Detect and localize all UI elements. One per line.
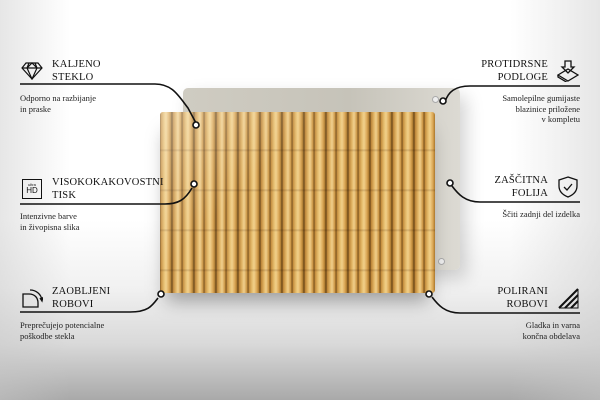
bamboo-glass-panel [160, 112, 435, 293]
feature-title-line1: ZAŠČITNA [494, 175, 548, 186]
feature-desc-line1: Ščiti zadnji del izdelka [502, 209, 580, 219]
mount-pad-top [432, 96, 439, 103]
feature-title-line1: ZAOBLJENI [52, 286, 111, 297]
feature-desc-line2: poškodbe stekla [20, 330, 75, 341]
feature-desc-line3: v kompletu [541, 114, 580, 124]
feature-desc-line2: končna obdelava [522, 330, 580, 341]
feature-desc-line1: Intenzivne barve [20, 211, 77, 221]
feature-title-line1: POLIRANI [497, 286, 548, 297]
feature-desc-line2: in živopisna slika [20, 221, 80, 232]
rounded-corner-icon [20, 286, 44, 310]
feature-desc-line2: blazinice priložene [515, 103, 580, 114]
feature-desc-line1: Preprečujejo potencialne [20, 320, 105, 330]
bamboo-nodes [160, 112, 435, 293]
feature-polished-edges: POLIRANI ROBOVI Gladka in varna končna o… [435, 285, 600, 341]
feature-protective-foil: ZAŠČITNA FOLIJA Ščiti zadnji del izdelka [435, 174, 600, 220]
diamond-icon [20, 59, 44, 83]
polished-edge-icon [556, 286, 580, 310]
feature-title-line1: KALJENO [52, 59, 101, 70]
feature-title-line2: PODLOGE [497, 72, 548, 83]
feature-title-line2: STEKLO [52, 72, 94, 83]
feature-title-line2: FOLIJA [511, 188, 548, 199]
feature-desc-line1: Samolepilne gumijaste [502, 93, 580, 103]
mount-pad-bottom [438, 258, 445, 265]
feature-title-line2: ROBOVI [506, 299, 548, 310]
feature-anti-slip-pads: PROTIDRSNE PODLOGE Samolepilne gumijaste… [435, 58, 600, 125]
hd-label: HD [26, 186, 38, 195]
feature-desc-line2: in praske [20, 103, 51, 114]
feature-title-line2: TISK [52, 190, 77, 201]
feature-desc-line1: Odporno na razbijanje [20, 93, 96, 103]
feature-title-line2: ROBOVI [52, 299, 94, 310]
ultra-hd-icon: ultra HD [20, 177, 44, 201]
pad-press-icon [556, 59, 580, 83]
feature-hq-print: ultra HD VISOKOKAKOVOSTNI TISK Intenzivn… [0, 176, 165, 232]
feature-rounded-edges: ZAOBLJENI ROBOVI Preprečujejo potencialn… [0, 285, 165, 341]
feature-title-line1: VISOKOKAKOVOSTNI [52, 177, 164, 188]
feature-desc-line1: Gladka in varna [525, 320, 580, 330]
shield-check-icon [556, 175, 580, 199]
glass-gloss [160, 112, 435, 293]
feature-tempered-glass: KALJENO STEKLO Odporno na razbijanje in … [0, 58, 165, 114]
ultra-label: ultra [28, 182, 36, 187]
feature-title-line1: PROTIDRSNE [481, 59, 548, 70]
